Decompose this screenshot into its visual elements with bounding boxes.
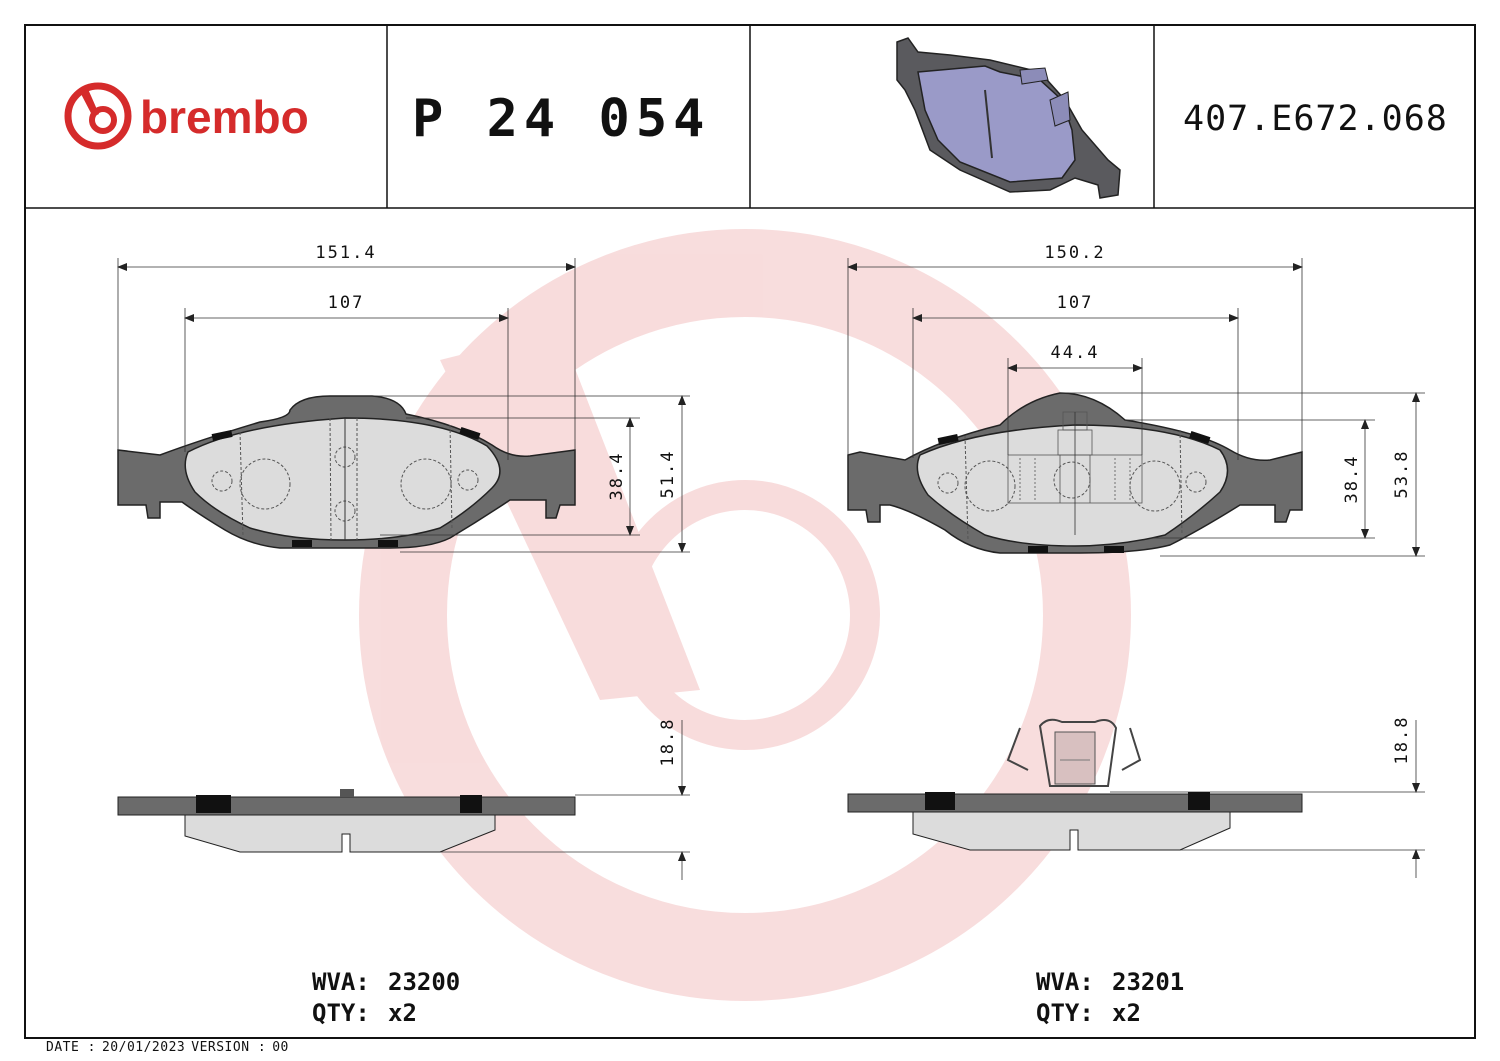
left-pad-front-view [117, 395, 576, 549]
left-dimension-lines [117, 258, 690, 880]
brembo-logo: brembo [64, 82, 309, 150]
right-wva-value: 23201 [1112, 968, 1184, 996]
footer-date-value: 20/01/2023 [101, 1040, 186, 1055]
right-dim-height-inner: 38.4 [1342, 455, 1362, 504]
footer-version-label: VERSION : [191, 1040, 267, 1055]
brembo-watermark [359, 229, 1131, 1001]
reference-number: 407.E672.068 [1183, 99, 1448, 139]
right-dim-width-clip: 44.4 [1051, 343, 1100, 363]
left-dim-width-total: 151.4 [315, 243, 376, 263]
right-qty-label: QTY: [1036, 999, 1094, 1027]
left-wva-value: 23200 [388, 968, 460, 996]
right-dim-width-total: 150.2 [1044, 243, 1105, 263]
right-pad-front-view [847, 392, 1303, 554]
footer-date-label: DATE : [46, 1040, 96, 1055]
right-wva-label: WVA: [1036, 968, 1094, 996]
left-dim-height-inner: 38.4 [607, 452, 627, 501]
right-dim-height-total: 53.8 [1392, 450, 1412, 499]
left-qty-label: QTY: [312, 999, 370, 1027]
left-dim-width-inner: 107 [328, 293, 365, 313]
right-pad-clip [1007, 411, 1143, 535]
footer-version-value: 00 [272, 1040, 289, 1055]
left-qty-value: x2 [388, 999, 417, 1027]
right-pad-side-view [847, 718, 1303, 851]
part-number: P 24 054 [412, 89, 710, 149]
left-wva-label: WVA: [312, 968, 370, 996]
brembo-logo-icon [64, 82, 132, 150]
right-qty-value: x2 [1112, 999, 1141, 1027]
brand-name: brembo [140, 91, 309, 143]
right-dim-thickness: 18.8 [1392, 716, 1412, 765]
left-dim-height-total: 51.4 [658, 450, 678, 499]
left-dim-thickness: 18.8 [658, 718, 678, 767]
brake-pad-3d-illustration [896, 37, 1121, 199]
left-pad-side-view [117, 789, 576, 853]
right-dimension-lines [847, 258, 1425, 878]
right-dim-width-inner: 107 [1057, 293, 1094, 313]
footer-info: DATE : 20/01/2023 VERSION : 00 [46, 1040, 295, 1055]
